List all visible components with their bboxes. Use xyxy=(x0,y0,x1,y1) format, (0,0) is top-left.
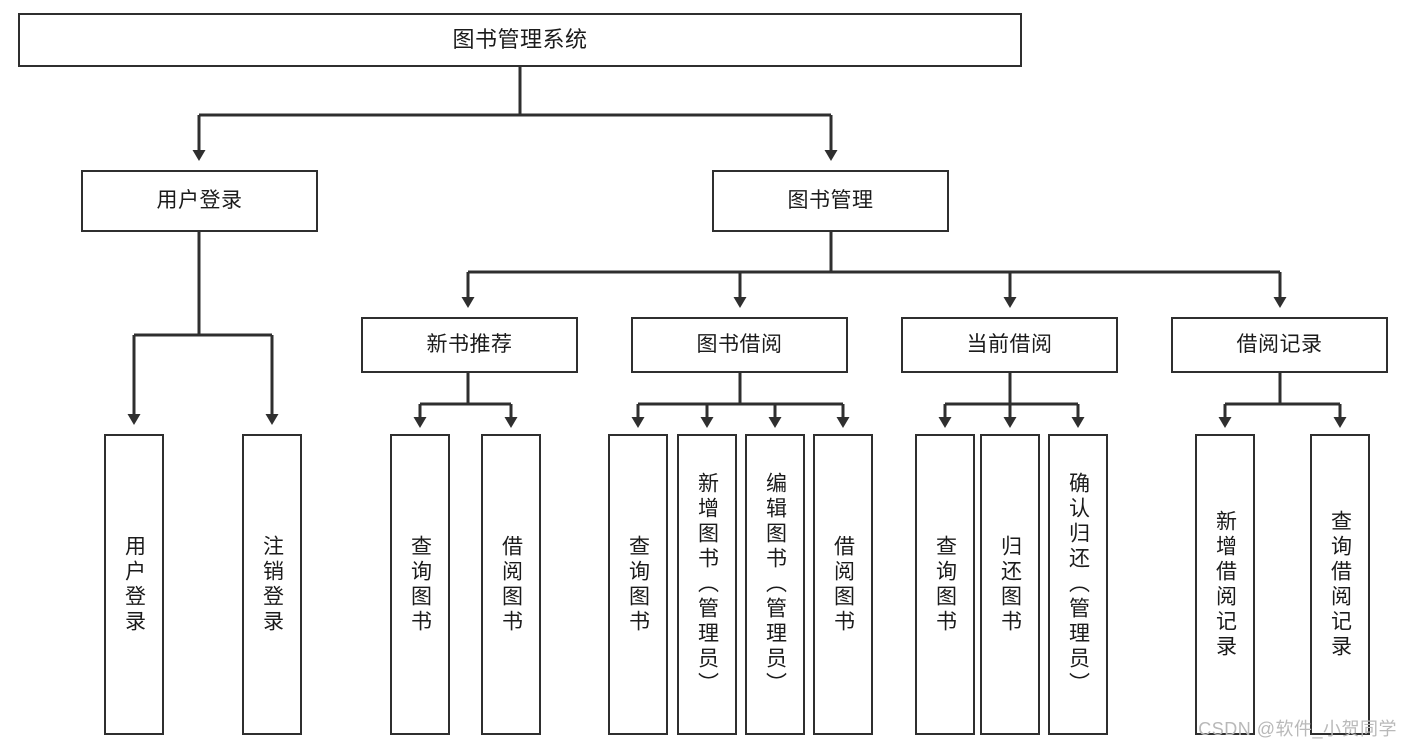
node-leaf-add-borrow-record-label: 新增借阅记录 xyxy=(1213,509,1237,660)
node-leaf-user-login[interactable]: 用户登录 xyxy=(104,434,164,735)
node-leaf-return-book-label: 归还图书 xyxy=(998,534,1022,635)
node-leaf-query-book-1[interactable]: 查询图书 xyxy=(390,434,450,735)
node-new-book-recommend[interactable]: 新书推荐 xyxy=(361,317,578,373)
node-current-borrow-label: 当前借阅 xyxy=(966,332,1053,356)
node-book-borrow-label: 图书借阅 xyxy=(696,332,783,356)
node-leaf-query-book-2[interactable]: 查询图书 xyxy=(608,434,668,735)
node-leaf-query-book-3[interactable]: 查询图书 xyxy=(915,434,975,735)
node-leaf-query-book-2-label: 查询图书 xyxy=(626,534,650,635)
node-leaf-borrow-book-1-label: 借阅图书 xyxy=(499,534,523,635)
node-leaf-edit-book[interactable]: 编辑图书（管理员） xyxy=(745,434,805,735)
node-book-borrow[interactable]: 图书借阅 xyxy=(631,317,848,373)
node-leaf-query-borrow-record[interactable]: 查询借阅记录 xyxy=(1310,434,1370,735)
node-book-manage-label: 图书管理 xyxy=(787,188,874,212)
node-leaf-borrow-book-2[interactable]: 借阅图书 xyxy=(813,434,873,735)
node-user-login[interactable]: 用户登录 xyxy=(81,170,318,232)
node-leaf-confirm-return[interactable]: 确认归还（管理员） xyxy=(1048,434,1108,735)
node-leaf-add-book-label: 新增图书（管理员） xyxy=(695,472,719,697)
node-leaf-user-login-label: 用户登录 xyxy=(122,534,146,635)
node-book-manage[interactable]: 图书管理 xyxy=(712,170,949,232)
node-user-login-label: 用户登录 xyxy=(156,188,243,212)
watermark-text: CSDN @软件_小贺同学 xyxy=(1198,719,1397,739)
node-leaf-add-borrow-record[interactable]: 新增借阅记录 xyxy=(1195,434,1255,735)
node-borrow-record-label: 借阅记录 xyxy=(1236,332,1323,356)
node-leaf-query-book-1-label: 查询图书 xyxy=(408,534,432,635)
node-leaf-logout-login-label: 注销登录 xyxy=(260,534,284,635)
node-leaf-add-book[interactable]: 新增图书（管理员） xyxy=(677,434,737,735)
node-root-system-label: 图书管理系统 xyxy=(452,27,588,53)
node-current-borrow[interactable]: 当前借阅 xyxy=(901,317,1118,373)
node-leaf-return-book[interactable]: 归还图书 xyxy=(980,434,1040,735)
node-leaf-borrow-book-2-label: 借阅图书 xyxy=(831,534,855,635)
node-leaf-borrow-book-1[interactable]: 借阅图书 xyxy=(481,434,541,735)
node-leaf-edit-book-label: 编辑图书（管理员） xyxy=(763,472,787,697)
node-leaf-confirm-return-label: 确认归还（管理员） xyxy=(1066,472,1090,697)
node-leaf-query-book-3-label: 查询图书 xyxy=(933,534,957,635)
node-borrow-record[interactable]: 借阅记录 xyxy=(1171,317,1388,373)
node-leaf-logout-login[interactable]: 注销登录 xyxy=(242,434,302,735)
node-root-system[interactable]: 图书管理系统 xyxy=(18,13,1022,67)
node-leaf-query-borrow-record-label: 查询借阅记录 xyxy=(1328,509,1352,660)
node-new-book-recommend-label: 新书推荐 xyxy=(426,332,513,356)
